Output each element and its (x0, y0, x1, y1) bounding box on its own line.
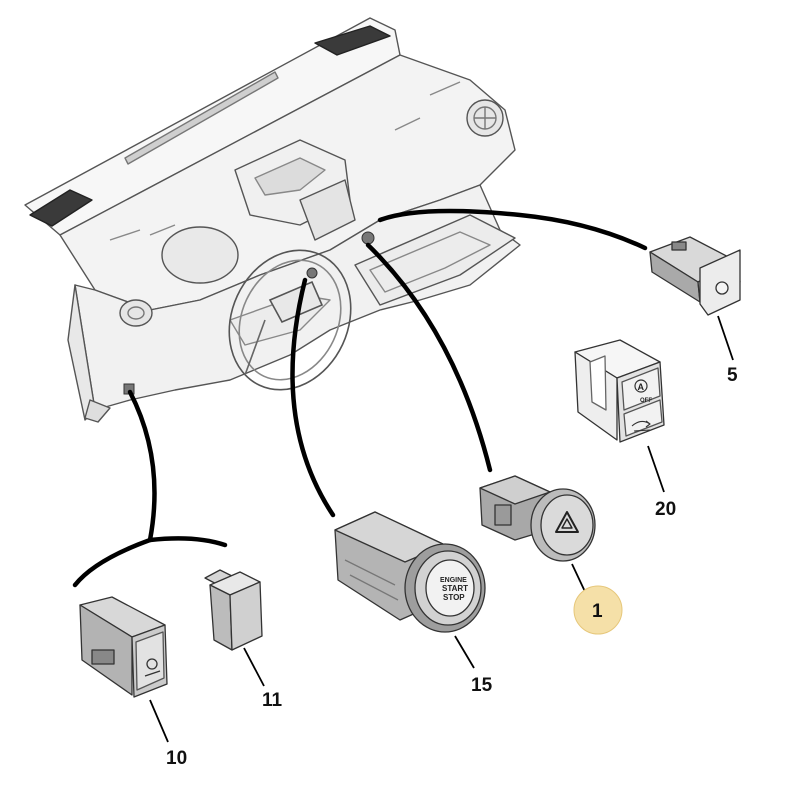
part-15-start-stop-button: ENGINE START STOP (334, 511, 486, 633)
start-button-text-2: START (442, 584, 468, 593)
callout-10: 10 (166, 748, 187, 769)
callout-leader-15 (454, 635, 475, 669)
part-1-hazard-switch (479, 475, 596, 562)
part-10-switch (79, 596, 168, 698)
leader-line-15 (290, 277, 336, 518)
callout-20: 20 (655, 499, 676, 520)
auto-off-icon-text: OFF (640, 398, 652, 404)
callout-leader-20 (647, 445, 665, 493)
callout-5: 5 (727, 365, 738, 386)
leader-line-1 (365, 242, 493, 473)
callout-1-highlight (573, 585, 623, 635)
part-5-switch (649, 236, 741, 316)
start-button-text-1: ENGINE (440, 577, 467, 584)
auto-off-icon (634, 379, 648, 393)
leader-line-10-branch (147, 536, 228, 548)
ac-recirculation-icon (631, 420, 651, 432)
callout-leader-11 (243, 647, 265, 687)
mount-points (123, 231, 375, 395)
hazard-triangle-icon (555, 511, 579, 533)
leader-line-10 (72, 389, 157, 588)
auto-off-icon-letter: A (638, 382, 645, 392)
callout-15: 15 (471, 675, 493, 696)
callout-11: 11 (262, 690, 283, 711)
leader-line-5 (377, 208, 648, 251)
part-20-switch: A OFF (574, 339, 665, 443)
part-11-blank-cover (204, 569, 263, 651)
callout-labels: 5 20 1 15 11 10 (166, 365, 738, 769)
callout-leader-5 (717, 315, 734, 361)
leader-lines (72, 208, 648, 588)
start-button-text-3: STOP (443, 593, 465, 602)
callout-leader-10 (149, 699, 169, 743)
steering-wheel (228, 249, 352, 391)
dashboard-assembly (24, 17, 521, 423)
callout-1: 1 (592, 601, 603, 622)
